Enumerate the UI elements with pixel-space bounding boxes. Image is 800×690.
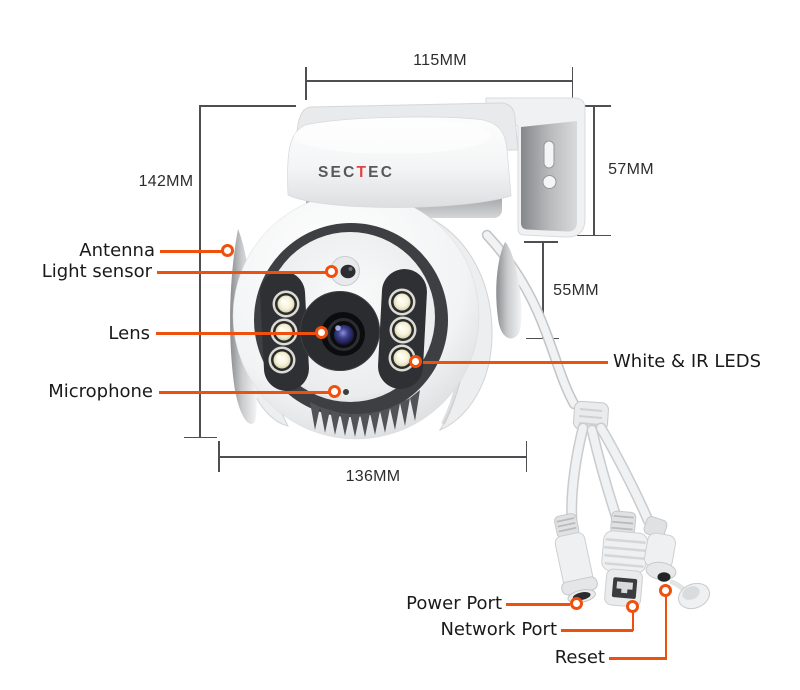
reset-leader-line [609,657,667,660]
dim-top-tick-left [305,67,307,100]
led [388,344,416,372]
dim-bracket-tick-bottom [577,234,611,236]
right-antenna [496,242,522,339]
dim-bracket-line [593,105,595,236]
leds-marker [409,355,422,368]
lens-label: Lens [108,323,150,344]
reset-connector [643,516,677,582]
port-cap [669,579,711,610]
network-port-leader-line [561,629,633,632]
dim-bracket-label: 57MM [608,161,654,178]
dim-bottom-label: 136MM [345,468,401,485]
power-port-marker [570,597,583,610]
wall-bracket [485,97,586,238]
reset-marker [659,584,672,597]
power-port-leader-line [506,603,570,606]
leds-leader-line [423,361,608,364]
dim-left-tick-top [199,105,296,107]
microphone-hole [343,389,349,395]
antenna-label: Antenna [79,240,155,261]
network-port-leader-line-vertical [631,608,634,631]
dim-bottom-tick-left [218,441,220,472]
light-sensor-label: Light sensor [41,261,152,282]
light-sensor [330,256,360,286]
lens-assembly [300,291,380,371]
dim-left-label: 142MM [138,173,194,190]
light-sensor-leader-line [157,271,326,274]
brand-logo: SECTEC [318,164,394,181]
dim-offset-line [542,241,544,339]
microphone-marker [328,385,341,398]
bracket-slot-hole [543,140,555,169]
dim-offset-label: 55MM [553,282,599,299]
vent-grille [310,390,420,437]
antenna-marker [221,244,234,257]
lens-marker [315,326,328,339]
dim-left-tick-bottom [184,436,217,438]
bracket-screw-hole [542,175,557,189]
dim-offset-tick-bottom [526,337,559,339]
reset-button [657,572,671,582]
power-port-label: Power Port [406,593,502,614]
dim-offset-tick-top [524,241,558,243]
lens-leader-line [156,332,316,335]
dim-bracket-tick-top [577,105,611,107]
power-port-connector [554,513,598,604]
network-port-connector [601,510,649,608]
led [389,316,417,344]
leds-label: White & IR LEDS [613,351,762,372]
led [388,288,416,316]
dim-top-line [305,80,573,82]
microphone-leader-line [159,391,329,394]
network-port-label: Network Port [440,619,557,640]
network-port-marker [626,600,639,613]
dim-bottom-tick-right [525,441,527,472]
led [268,346,296,374]
ir-led-array-left [260,271,309,391]
reset-label: Reset [554,647,605,668]
light-sensor-marker [325,265,338,278]
top-cap: SECTEC [287,116,512,208]
dim-top-label: 115MM [413,52,467,69]
dim-bottom-line [219,456,527,458]
antenna-leader-line [160,250,222,253]
led [272,290,300,318]
dim-top-tick-right [571,67,573,100]
microphone-label: Microphone [48,381,153,402]
reset-leader-line-vertical [664,593,667,659]
